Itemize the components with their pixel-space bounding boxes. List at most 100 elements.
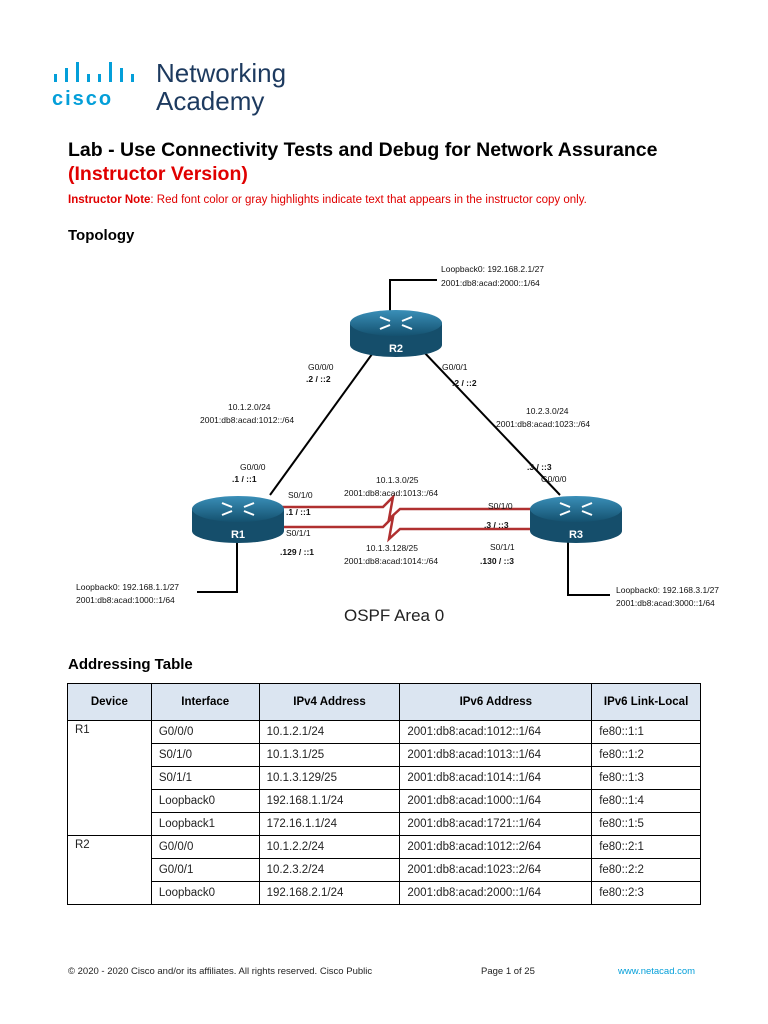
r1-g000-addr: .1 / ::1 [232, 474, 257, 484]
link-local-cell: fe80::2:3 [591, 881, 701, 905]
serial-link-2 [272, 513, 533, 543]
link-local-cell: fe80::2:1 [591, 835, 701, 859]
ipv6-cell: 2001:db8:acad:1012::1/64 [399, 720, 593, 744]
table-row: S0/1/1 10.1.3.129/25 2001:db8:acad:1014:… [68, 766, 701, 790]
logo-networking: Networking [156, 58, 287, 88]
interface-cell: G0/0/0 [150, 720, 260, 744]
link-local-cell: fe80::1:2 [591, 743, 701, 767]
r1-loopback-ipv4: Loopback0: 192.168.1.1/27 [76, 582, 179, 592]
r2-g001-addr: .2 / ::2 [452, 378, 477, 388]
interface-cell: Loopback0 [150, 789, 260, 813]
r1-g000-label: G0/0/0 [240, 462, 266, 472]
ipv4-cell: 10.2.3.2/24 [258, 858, 401, 882]
header-link-local: IPv6 Link-Local [591, 683, 701, 721]
addressing-table: Device Interface IPv4 Address IPv6 Addre… [67, 683, 701, 905]
r2-g000-label: G0/0/0 [308, 362, 334, 372]
page-title: Lab - Use Connectivity Tests and Debug f… [68, 139, 658, 161]
footer-copyright: © 2020 - 2020 Cisco and/or its affiliate… [68, 966, 373, 977]
serial2-ipv4: 10.1.3.128/25 [366, 543, 418, 553]
ipv4-cell: 10.1.2.2/24 [258, 835, 401, 859]
r3-s011-addr: .130 / ::3 [480, 556, 514, 566]
device-cell-r2: R2 [67, 835, 152, 905]
serial-link-1 [272, 493, 533, 523]
header-ipv6: IPv6 Address [399, 683, 593, 721]
r3-s010-label: S0/1/0 [488, 501, 513, 511]
interface-cell: G0/0/1 [150, 858, 260, 882]
r1-s010-label: S0/1/0 [288, 490, 313, 500]
instructor-note: Instructor Note: Red font color or gray … [68, 194, 587, 206]
link-local-cell: fe80::2:2 [591, 858, 701, 882]
ipv6-cell: 2001:db8:acad:2000::1/64 [399, 881, 593, 905]
ipv6-cell: 2001:db8:acad:1000::1/64 [399, 789, 593, 813]
instructor-note-text: : Red font color or gray highlights indi… [150, 194, 587, 206]
ospf-area-label: OSPF Area 0 [344, 606, 444, 625]
header-device: Device [67, 683, 152, 721]
r3-g000-label: G0/0/0 [541, 474, 567, 484]
r3-s011-label: S0/1/1 [490, 542, 515, 552]
link-r1r2-ipv6: 2001:db8:acad:1012::/64 [200, 415, 294, 425]
interface-cell: S0/1/0 [150, 743, 260, 767]
ipv4-cell: 192.168.2.1/24 [258, 881, 401, 905]
r1-s011-label: S0/1/1 [286, 528, 311, 538]
table-row: G0/0/1 10.2.3.2/24 2001:db8:acad:1023::2… [68, 858, 701, 882]
serial1-ipv6: 2001:db8:acad:1013::/64 [344, 488, 438, 498]
ipv4-cell: 10.1.3.129/25 [258, 766, 401, 790]
router-r1: R1 [192, 496, 284, 543]
table-row: S0/1/0 10.1.3.1/25 2001:db8:acad:1013::1… [68, 743, 701, 767]
serial1-ipv4: 10.1.3.0/25 [376, 475, 419, 485]
link-r2r3-ipv4: 10.2.3.0/24 [526, 406, 569, 416]
link-local-cell: fe80::1:1 [591, 720, 701, 744]
cisco-wordmark: cisco [52, 88, 114, 110]
r2-loopback-cable [389, 279, 437, 317]
r2-g000-addr: .2 / ::2 [306, 374, 331, 384]
ipv4-cell: 10.1.2.1/24 [258, 720, 401, 744]
ipv4-cell: 10.1.3.1/25 [258, 743, 401, 767]
header-interface: Interface [150, 683, 260, 721]
instructor-note-label: Instructor Note [68, 194, 151, 206]
router-r3-label: R3 [569, 529, 583, 541]
r3-s010-addr: .3 / ::3 [484, 520, 509, 530]
table-row: R2 G0/0/0 10.1.2.2/24 2001:db8:acad:1012… [67, 835, 701, 905]
page-subtitle: (Instructor Version) [68, 163, 248, 185]
topology-diagram: R2 R1 R3 Loopback0: 192.168.2.1/27 2001:… [76, 264, 719, 625]
table-header-row: Device Interface IPv4 Address IPv6 Addre… [67, 683, 701, 721]
ipv6-cell: 2001:db8:acad:1012::2/64 [399, 835, 593, 859]
link-r1r2-ipv4: 10.1.2.0/24 [228, 402, 271, 412]
router-r3: R3 [530, 496, 622, 543]
link-local-cell: fe80::1:4 [591, 789, 701, 813]
table-row: Loopback0 192.168.2.1/24 2001:db8:acad:2… [68, 881, 701, 905]
ipv6-cell: 2001:db8:acad:1014::1/64 [399, 766, 593, 790]
link-r2r3-ipv6: 2001:db8:acad:1023::/64 [496, 419, 590, 429]
link-local-cell: fe80::1:3 [591, 766, 701, 790]
table-row: Loopback1 172.16.1.1/24 2001:db8:acad:17… [68, 812, 701, 836]
ipv6-cell: 2001:db8:acad:1013::1/64 [399, 743, 593, 767]
ipv4-cell: 172.16.1.1/24 [258, 812, 401, 836]
r3-g000-addr: .3 / ::3 [527, 462, 552, 472]
r2-loopback-ipv6: 2001:db8:acad:2000::1/64 [441, 278, 540, 288]
logo-academy: Academy [156, 86, 265, 116]
cisco-networking-academy-logo: cisco Networking Academy [52, 58, 312, 118]
interface-cell: Loopback0 [150, 881, 260, 905]
link-r2-r3 [421, 349, 561, 496]
r3-loopback-ipv6: 2001:db8:acad:3000::1/64 [616, 598, 715, 608]
interface-cell: Loopback1 [150, 812, 260, 836]
ipv4-cell: 192.168.1.1/24 [258, 789, 401, 813]
link-local-cell: fe80::1:5 [591, 812, 701, 836]
router-r2: R2 [350, 310, 442, 357]
table-row: R1 G0/0/0 10.1.2.1/24 2001:db8:acad:1012… [67, 720, 701, 836]
ipv6-cell: 2001:db8:acad:1023::2/64 [399, 858, 593, 882]
r2-g001-label: G0/0/1 [442, 362, 468, 372]
ipv6-cell: 2001:db8:acad:1721::1/64 [399, 812, 593, 836]
link-r1-r2 [269, 349, 376, 496]
footer-page-number: Page 1 of 25 [481, 966, 535, 977]
header-ipv4: IPv4 Address [258, 683, 401, 721]
router-r1-label: R1 [231, 529, 245, 541]
router-r2-label: R2 [389, 343, 403, 355]
interface-cell: G0/0/0 [150, 835, 260, 859]
r1-s011-addr: .129 / ::1 [280, 547, 314, 557]
r1-s010-addr: .1 / ::1 [286, 507, 311, 517]
r1-loopback-cable [197, 538, 238, 593]
serial2-ipv6: 2001:db8:acad:1014::/64 [344, 556, 438, 566]
r3-loopback-cable [567, 538, 610, 596]
footer-website-link[interactable]: www.netacad.com [618, 966, 696, 977]
